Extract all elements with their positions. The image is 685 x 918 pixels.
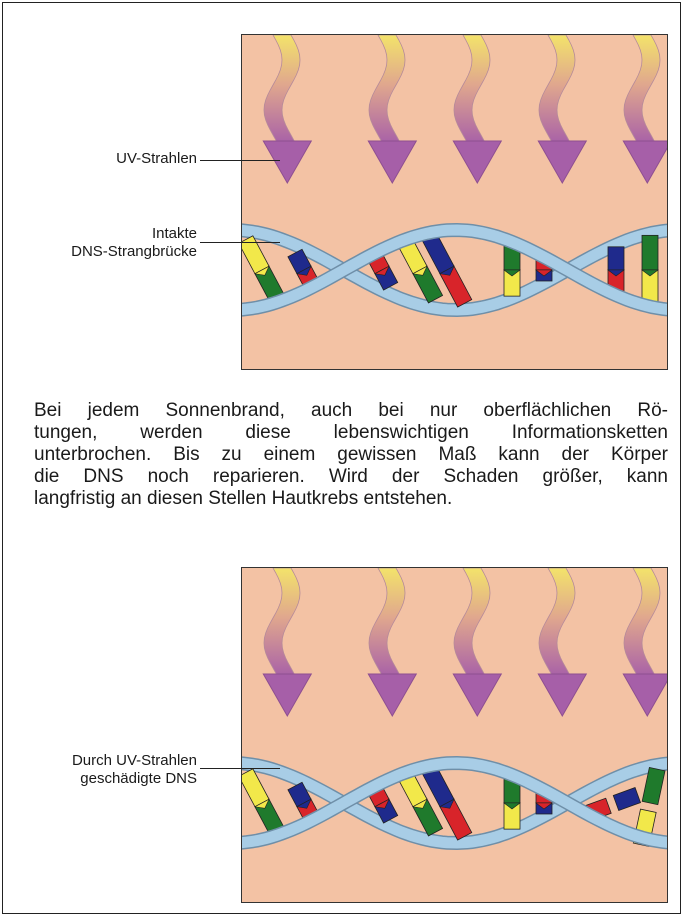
skin-background	[242, 568, 668, 903]
body-line: unterbrochen. Bis zu einem gewissen Maß …	[34, 444, 668, 466]
damaged-dna-illustration	[242, 568, 668, 903]
uv-rays-label: UV-Strahlen	[60, 150, 197, 168]
intact-dna-illustration	[242, 35, 668, 370]
intact-dna-label: Intakte DNS-Strangbrücke	[40, 225, 197, 261]
intact-dna-diagram	[241, 34, 668, 370]
damaged-dna-leader-line	[200, 768, 280, 769]
body-line: tungen, werden diese lebenswichtigen Inf…	[34, 422, 668, 444]
intact-dna-leader-line	[200, 242, 280, 243]
body-paragraph: Bei jedem Sonnenbrand, auch bei nur ober…	[34, 400, 668, 510]
dna-base-pair	[642, 235, 658, 304]
body-line: langfristig an diesen Stellen Hautkrebs …	[34, 488, 668, 510]
uv-rays-leader-line	[200, 160, 280, 161]
body-line: Bei jedem Sonnenbrand, auch bei nur ober…	[34, 400, 668, 422]
damaged-dna-diagram	[241, 567, 668, 903]
damaged-dna-label: Durch UV-Strahlen geschädigte DNS	[20, 752, 197, 788]
skin-background	[242, 35, 668, 370]
body-line: die DNS noch reparieren. Wird der Schade…	[34, 466, 668, 488]
